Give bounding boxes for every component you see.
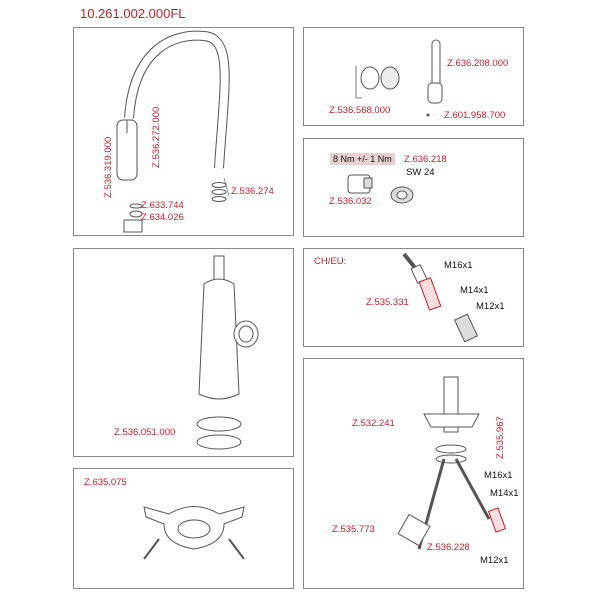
document-title: 10.261.002.000FL bbox=[80, 6, 186, 21]
thread-label-m16: M16x1 bbox=[444, 260, 473, 271]
part-label-spray-head: Z.536.319.000 bbox=[103, 136, 114, 198]
part-label-adapter: Z.535.331 bbox=[366, 297, 409, 308]
faucet-spout-drawing bbox=[116, 30, 230, 233]
panel-tool: Z.635.075 bbox=[73, 468, 294, 589]
part-label-lever: Z.636.208.000 bbox=[447, 58, 509, 69]
part-label-cartridge: Z.536.032 bbox=[329, 196, 372, 207]
mounting-kit-drawing bbox=[397, 376, 507, 550]
spanner-tool-drawing bbox=[143, 506, 245, 560]
handle-drawing bbox=[355, 39, 443, 117]
part-label-cartridge-nut: Z.636.218 bbox=[404, 154, 447, 165]
thread-label-m12-mount: M12x1 bbox=[480, 555, 509, 566]
part-label-hose-weight: Z.535.773 bbox=[332, 524, 375, 535]
part-label-spout-hose: Z.536.272.000 bbox=[151, 106, 162, 168]
thread-label-m16-mount: M16x1 bbox=[484, 470, 513, 481]
panel-mounting-kit: Z.532.241 Z.535.967 M16x1 M14x1 Z.535.77… bbox=[303, 358, 524, 589]
part-label-cap-set: Z.536.568.000 bbox=[329, 105, 391, 116]
part-label-connection-hose: Z.536.228 bbox=[427, 542, 470, 553]
wrench-size-label: SW 24 bbox=[406, 167, 435, 178]
hose-connector-drawing bbox=[402, 252, 479, 343]
hose-region-heading: CH/EU: bbox=[314, 256, 347, 267]
part-label-oring: Z.633.744 bbox=[141, 200, 184, 211]
panel-faucet-spout: Z.536.272.000 Z.536.319.000 Z.633.744 Z.… bbox=[73, 27, 294, 236]
torque-spec-badge: 8 Nm +/- 1 Nm bbox=[330, 153, 395, 165]
part-label-fixing-set: Z.535.967 bbox=[495, 416, 506, 459]
part-label-set-screw: Z.601.958.700 bbox=[444, 110, 506, 121]
thread-label-m14: M14x1 bbox=[460, 285, 489, 296]
part-label-mounting-tool: Z.635.075 bbox=[84, 477, 127, 488]
panel-hoses-cheu: CH/EU: M16x1 M14x1 Z.535.331 M12x1 bbox=[303, 248, 524, 347]
cartridge-drawing bbox=[347, 174, 414, 204]
part-label-mounting-bracket: Z.532.241 bbox=[352, 418, 395, 429]
part-label-seal-set: Z.536.051.000 bbox=[114, 427, 176, 438]
thread-label-m12: M12x1 bbox=[476, 301, 505, 312]
panel-valve-body: Z.536.051.000 bbox=[73, 248, 294, 457]
valve-body-drawing bbox=[196, 255, 259, 450]
part-label-spout-seals: Z.536.274 bbox=[231, 186, 274, 197]
part-label-aerator: Z.634.026 bbox=[141, 212, 184, 223]
panel-handle: Z.636.208.000 Z.536.568.000 Z.601.958.70… bbox=[303, 27, 524, 126]
panel-cartridge: 8 Nm +/- 1 Nm Z.636.218 SW 24 Z.536.032 bbox=[303, 138, 524, 237]
thread-label-m14-mount: M14x1 bbox=[490, 488, 519, 499]
